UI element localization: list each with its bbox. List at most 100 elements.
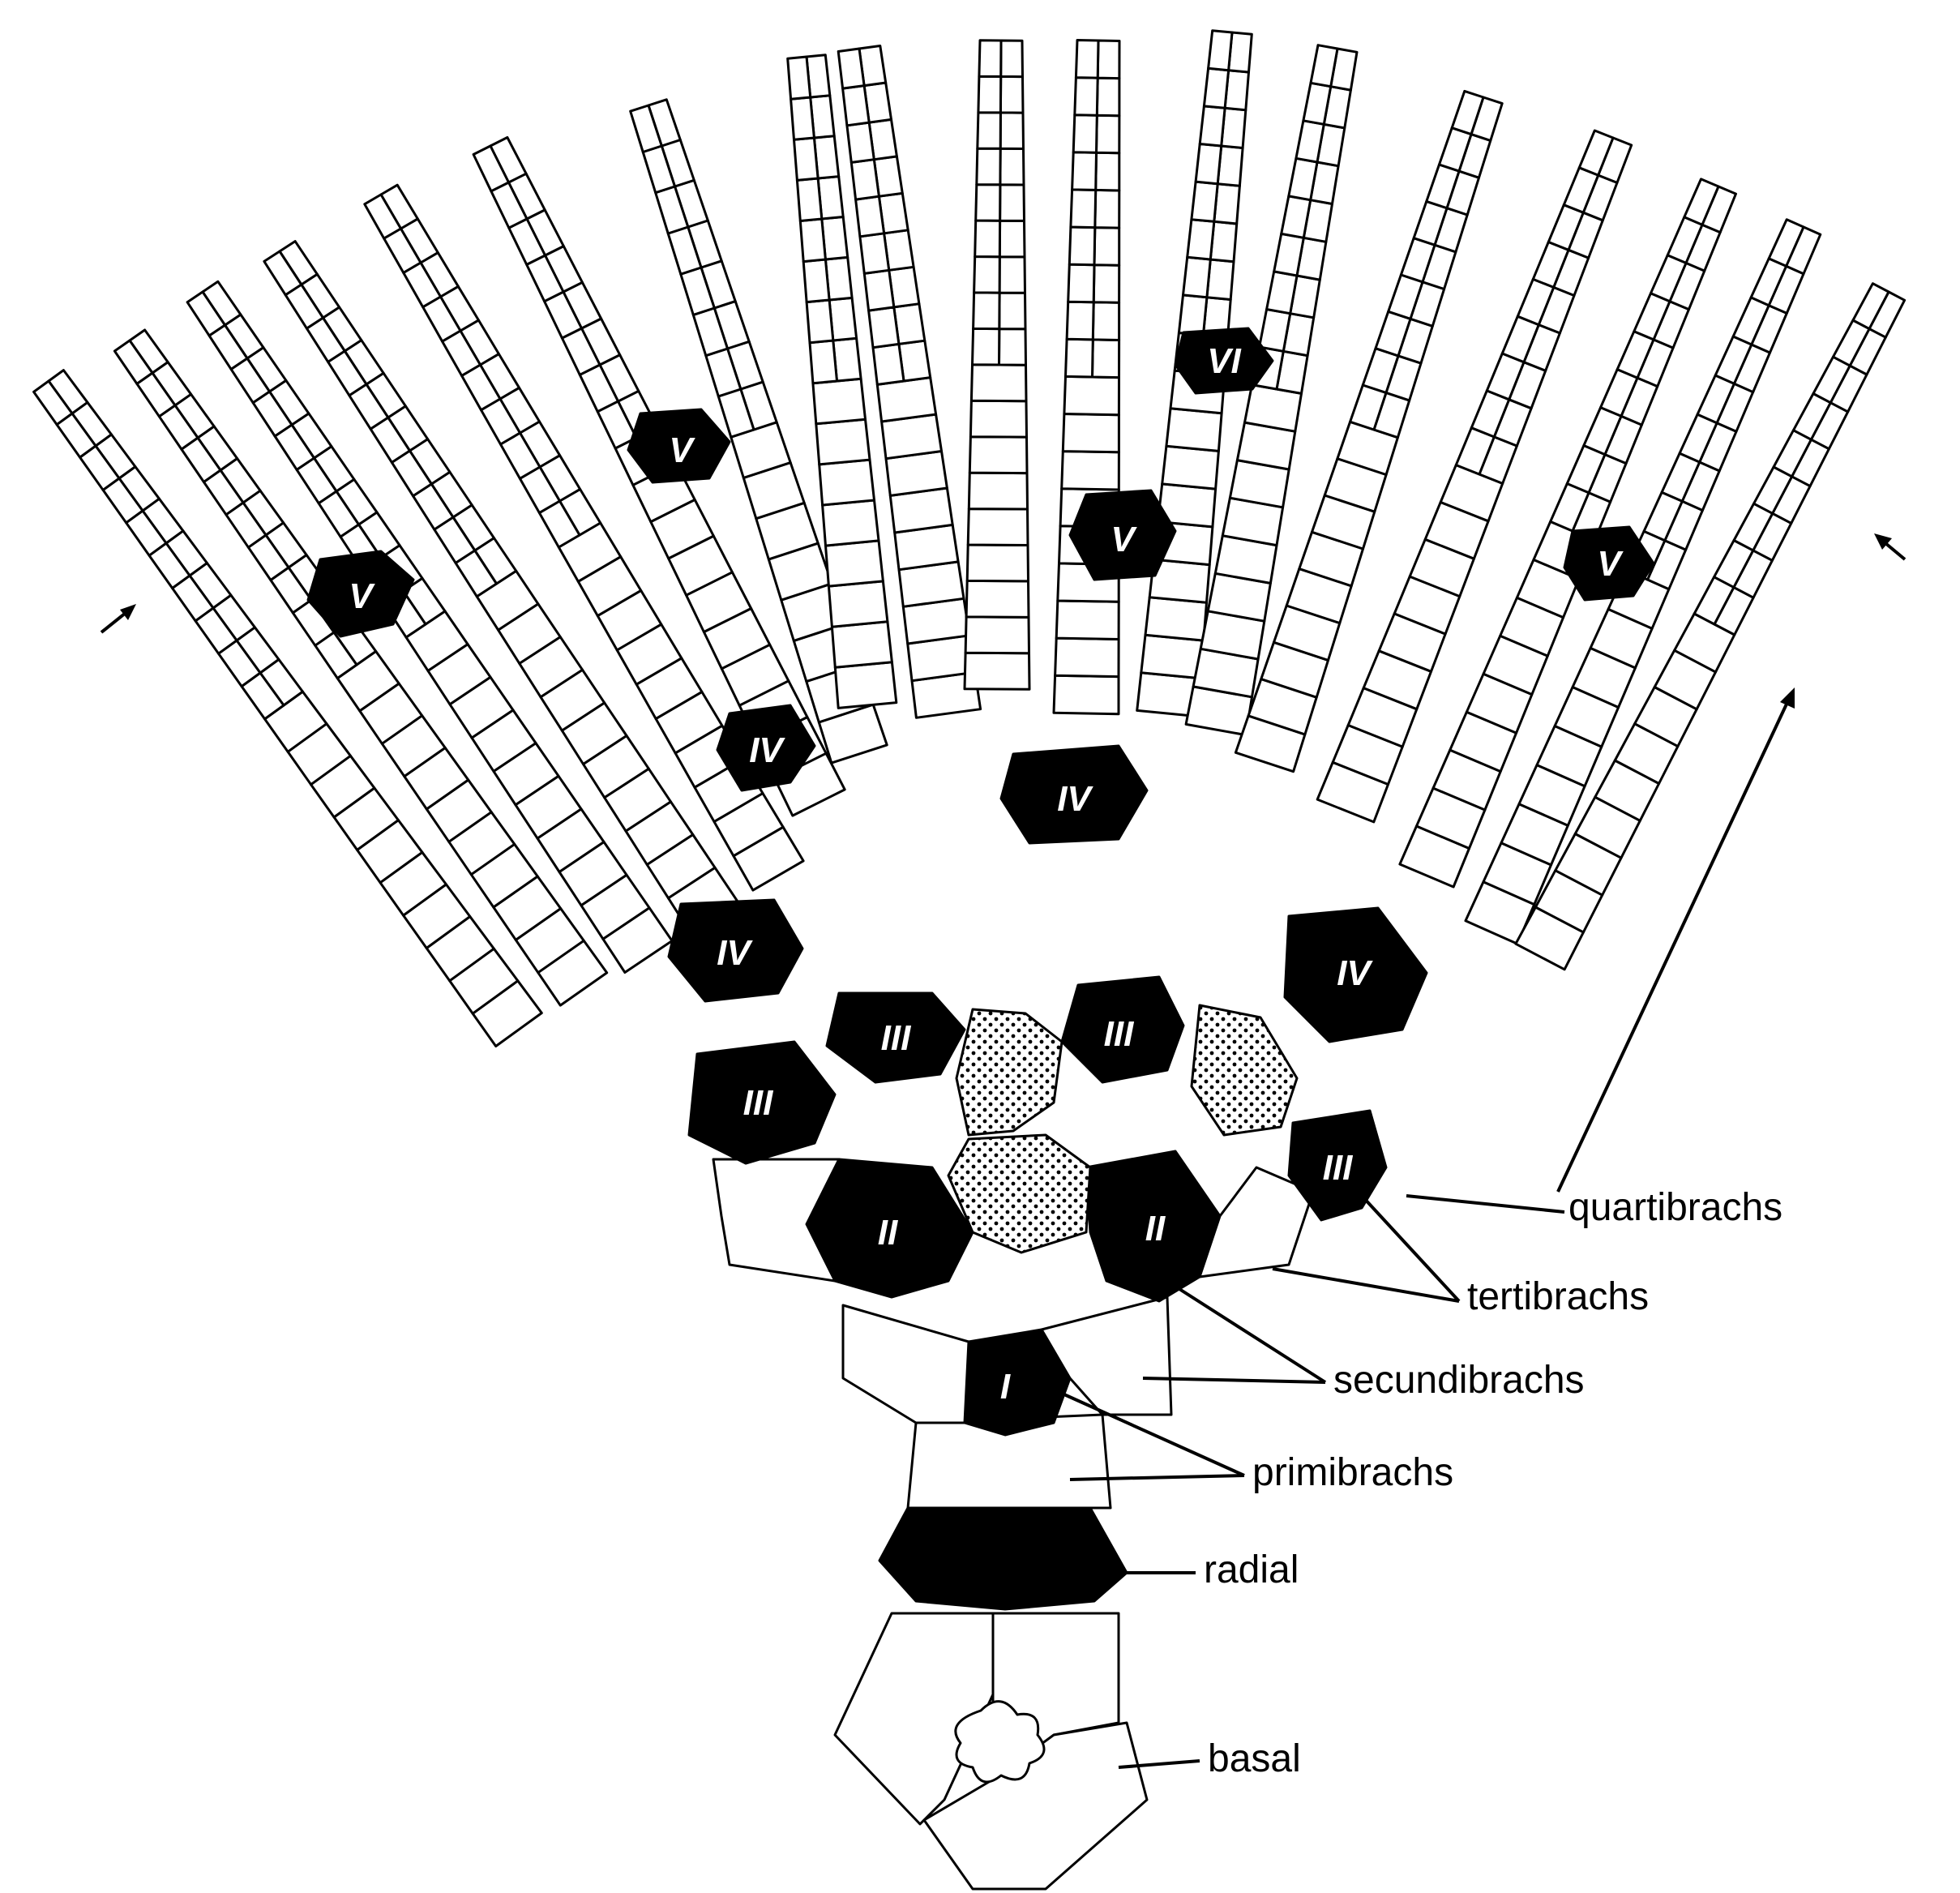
arm-ossicle xyxy=(1072,152,1097,191)
label-tertibrachs: tertibrachs xyxy=(1467,1275,1649,1318)
numeral-III-right-inner: III xyxy=(1104,1014,1134,1054)
label-basal: basal xyxy=(1208,1737,1301,1780)
arm-ossicle xyxy=(1098,41,1119,79)
arm-ossicle xyxy=(978,113,1001,149)
arm-ossicle xyxy=(1097,78,1119,116)
arm-ossicle xyxy=(1063,414,1119,452)
arm-ossicle xyxy=(1000,185,1025,221)
arm-ossicle xyxy=(1076,41,1098,79)
primibrachs: I xyxy=(843,1297,1171,1508)
arm-ossicle xyxy=(999,221,1025,257)
arm-ossicle xyxy=(1145,597,1207,640)
radial-plate xyxy=(879,1508,1127,1609)
numeral-IV-center: IV xyxy=(1057,779,1093,819)
arm-ossicle xyxy=(1093,340,1119,378)
arm-ossicle xyxy=(977,148,1000,185)
arm-ossicle xyxy=(974,293,1000,329)
numeral-V-left: V xyxy=(669,430,695,470)
label-secundibrachs: secundibrachs xyxy=(1333,1359,1585,1402)
arm-ossicle xyxy=(851,160,879,199)
arm-ossicle xyxy=(999,329,1026,366)
arm-ossicle xyxy=(1056,601,1119,640)
leader-secundibrachs-a xyxy=(1179,1289,1325,1382)
arm-ossicle xyxy=(968,509,1028,546)
arm-ossicle xyxy=(1162,446,1219,489)
plate-labels: quartibrachs tertibrachs secundibrachs p… xyxy=(1204,1186,1782,1780)
arm-ossicle xyxy=(1000,148,1024,185)
label-primibrachs: primibrachs xyxy=(1252,1451,1453,1494)
leader-tertibrachs-b xyxy=(1273,1269,1459,1301)
arm-ossicle xyxy=(800,219,825,262)
numeral-I: I xyxy=(1000,1367,1011,1407)
label-radial: radial xyxy=(1204,1548,1299,1591)
arm-ossicle xyxy=(1067,302,1093,340)
arm-ossicle xyxy=(1204,68,1228,108)
arm-ossicle xyxy=(1094,228,1119,266)
numeral-II-left: II xyxy=(878,1213,898,1253)
arm-ossicle xyxy=(823,500,879,546)
arm-ossicle xyxy=(838,49,864,88)
arm-ossicle xyxy=(864,270,894,311)
arm-ossicle xyxy=(1075,78,1098,116)
arm-ossicle xyxy=(1260,310,1290,352)
arm-ossicle xyxy=(794,138,819,180)
arm-ossicle xyxy=(788,57,811,99)
arm-ossicle xyxy=(1166,409,1222,452)
arm-ossicle xyxy=(803,259,829,302)
arm-ossicle xyxy=(1274,233,1304,276)
arm-ossicle xyxy=(1068,264,1094,302)
plate-left-of-axillary xyxy=(843,1305,969,1423)
arm-ossicle xyxy=(832,622,892,668)
numeral-V-far-left: V xyxy=(349,576,375,616)
arm-ossicle xyxy=(1196,144,1222,184)
arm-ossicle xyxy=(969,437,1027,473)
arm-ossicle xyxy=(965,617,1029,653)
label-quartibrachs: quartibrachs xyxy=(1568,1186,1782,1229)
arm-ossicle xyxy=(1066,339,1093,377)
arm-ossicle xyxy=(1183,257,1211,297)
arm-ossicle xyxy=(828,581,888,627)
arm-ossicle xyxy=(965,653,1029,689)
arm-ossicle xyxy=(1179,295,1207,335)
arrow-long-right xyxy=(1558,697,1790,1192)
arm-ossicle xyxy=(967,545,1028,581)
arm-ossicle xyxy=(835,662,897,709)
arm-ossicle xyxy=(1095,190,1119,228)
secundibrachs: II II xyxy=(713,1135,1313,1301)
arm-ossicle xyxy=(976,185,1000,221)
numeral-IV-right: IV xyxy=(1337,953,1373,993)
arm-11 xyxy=(1054,41,1119,714)
arm-ossicle xyxy=(816,419,870,465)
numeral-III-left-outer: III xyxy=(743,1083,773,1123)
numeral-IV-left-upper: IV xyxy=(749,730,785,770)
basal-plates xyxy=(835,1613,1147,1889)
arm-ossicle xyxy=(843,86,870,126)
arm-ossicle xyxy=(1093,302,1119,340)
arm-ossicle xyxy=(999,293,1025,329)
arm-ossicle xyxy=(1073,115,1097,153)
arm-ossicle xyxy=(1093,265,1119,303)
arm-ossicle xyxy=(1096,152,1119,191)
arm-ossicle xyxy=(1069,227,1095,265)
numeral-II-right: II xyxy=(1145,1209,1166,1248)
arm-ossicle xyxy=(797,178,821,221)
numeral-IV-left-outer: IV xyxy=(717,933,753,973)
arm-ossicle xyxy=(1062,452,1119,490)
arm-ossicle xyxy=(856,196,884,237)
arm-ossicle xyxy=(973,328,999,365)
arm-ossicle xyxy=(807,300,833,343)
arm-ossicle xyxy=(1054,675,1119,714)
arm-ossicle xyxy=(860,233,889,274)
numeral-V-right: V xyxy=(1597,544,1624,584)
arm-ossicle xyxy=(1209,31,1232,71)
arm-ossicle xyxy=(969,473,1027,509)
arm-ossicle xyxy=(978,76,1001,113)
arm-ossicle xyxy=(1000,113,1023,149)
numeral-III-right-outer: III xyxy=(1323,1148,1353,1188)
arm-ossicle xyxy=(1200,106,1225,146)
arm-ossicle xyxy=(1064,376,1119,414)
arm-ossicle xyxy=(975,221,1000,257)
numeral-VI: VI xyxy=(1207,341,1241,381)
arm-ossicle xyxy=(1000,76,1023,113)
